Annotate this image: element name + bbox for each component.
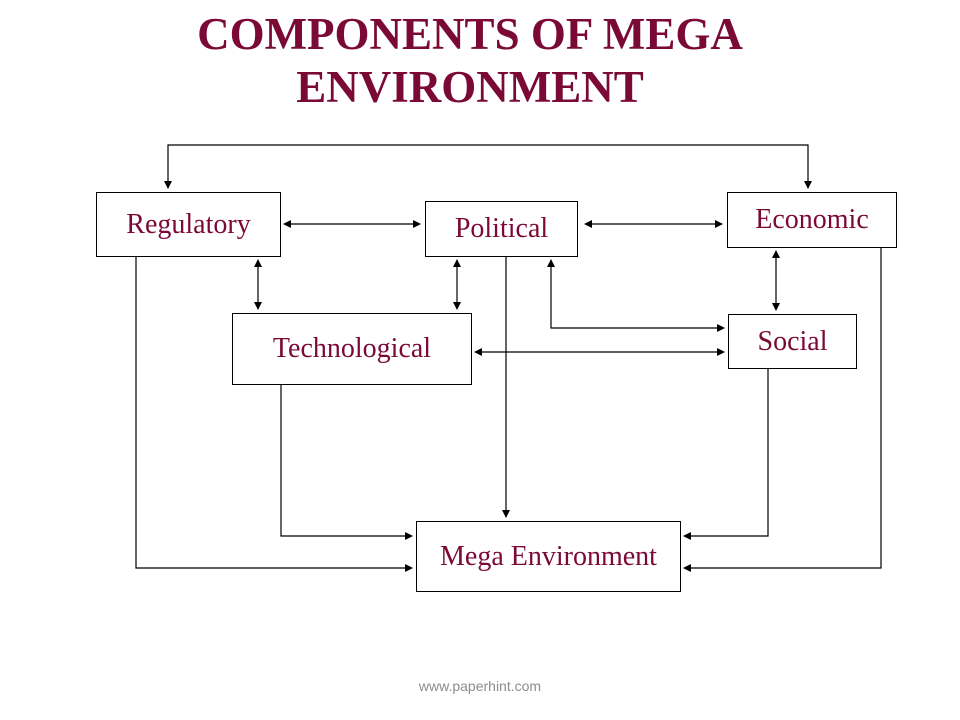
arrow-technological-mega bbox=[280, 385, 413, 540]
source-watermark: www.paperhint.com bbox=[418, 678, 542, 694]
node-political: Political bbox=[425, 201, 578, 257]
diagram-title: COMPONENTS OF MEGA ENVIRONMENT bbox=[0, 8, 940, 114]
node-economic-label: Economic bbox=[755, 204, 869, 235]
node-regulatory: Regulatory bbox=[96, 192, 281, 257]
node-mega-label: Mega Environment bbox=[440, 540, 657, 572]
node-social-label: Social bbox=[757, 325, 828, 357]
node-technological-label: Technological bbox=[272, 333, 432, 364]
arrow-regulatory-economic-top bbox=[164, 144, 812, 189]
node-economic: Economic bbox=[727, 192, 897, 248]
arrow-regulatory-mega bbox=[135, 257, 413, 572]
node-mega-environment: Mega Environment bbox=[416, 521, 681, 592]
arrow-economic-mega bbox=[683, 248, 882, 572]
arrow-social-mega bbox=[683, 369, 769, 540]
node-regulatory-label: Regulatory bbox=[126, 208, 251, 240]
node-political-label: Political bbox=[454, 213, 549, 244]
title-line-2: ENVIRONMENT bbox=[296, 62, 644, 112]
title-line-1: COMPONENTS OF MEGA bbox=[197, 9, 743, 59]
node-social: Social bbox=[728, 314, 857, 369]
arrow-political-social bbox=[547, 259, 725, 332]
node-technological: Technological bbox=[232, 313, 472, 385]
